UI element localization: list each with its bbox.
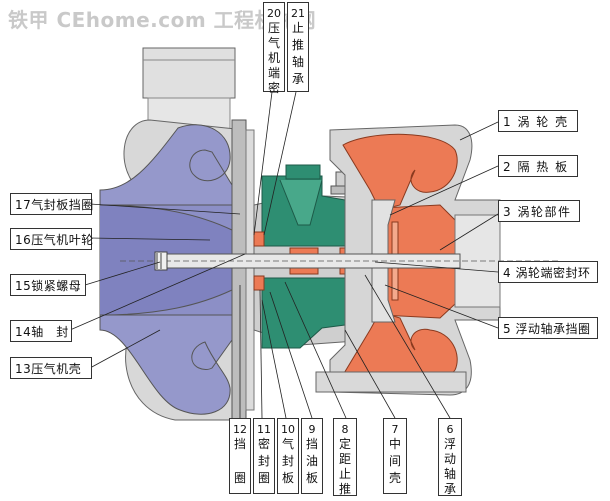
label-15-lock-nut: 15锁紧螺母 bbox=[10, 274, 86, 296]
label-8-thrust-spacer: 8 定 距 止 推 bbox=[333, 418, 357, 496]
oil-inlet-boss bbox=[285, 164, 321, 180]
label-12-retaining-ring: 12 挡 圈 bbox=[229, 418, 251, 494]
label-7-center-housing: 7 中 间 壳 bbox=[383, 418, 407, 494]
leader-lines-left bbox=[69, 203, 246, 369]
label-9-oil-deflector: 9 挡 油 板 bbox=[301, 418, 323, 494]
floating-bearing bbox=[289, 247, 319, 255]
leader-lines-top bbox=[253, 91, 297, 236]
label-16-compressor-wheel: 16压气机叶轮 bbox=[10, 228, 93, 250]
label-13-compressor-housing: 13压气机壳 bbox=[10, 357, 92, 379]
leader-lines-bottom bbox=[239, 274, 451, 419]
turbine-flange bbox=[315, 371, 467, 393]
compressor-backplate bbox=[231, 119, 247, 421]
compressor-volute-upper bbox=[99, 124, 233, 206]
label-4-turbine-seal-ring: 4 涡轮端密封环 bbox=[498, 261, 598, 283]
thrust-bearing bbox=[253, 231, 265, 247]
leader-lines-right bbox=[374, 121, 499, 329]
label-10-gas-seal-plate: 10 气 封 板 bbox=[277, 418, 299, 494]
compressor-volute-lower bbox=[99, 314, 233, 415]
turbine-volute-upper bbox=[342, 133, 458, 211]
label-14-shaft-seal: 14轴 封 bbox=[10, 320, 72, 342]
label-11-seal-ring: 11 密 封 圈 bbox=[253, 418, 275, 494]
compressor-inlet-pipe bbox=[142, 47, 236, 99]
label-3-turbine-assembly: 3 涡轮部件 bbox=[498, 200, 580, 222]
label-6-floating-bearing: 6 浮 动 轴 承 bbox=[438, 418, 462, 496]
label-21-thrust-bearing: 21 止 推 轴 承 bbox=[287, 2, 309, 92]
label-17-gas-seal-retainer: 17气封板挡圈 bbox=[10, 193, 93, 215]
label-5-bearing-retainer: 5 浮动轴承挡圈 bbox=[498, 317, 598, 339]
label-20-compressor-seal-ring: 20 压 气 机 端 密 bbox=[263, 2, 285, 95]
label-1-turbine-housing: 1 涡 轮 壳 bbox=[498, 110, 578, 132]
label-2-heat-shield: 2 隔 热 板 bbox=[498, 155, 578, 177]
